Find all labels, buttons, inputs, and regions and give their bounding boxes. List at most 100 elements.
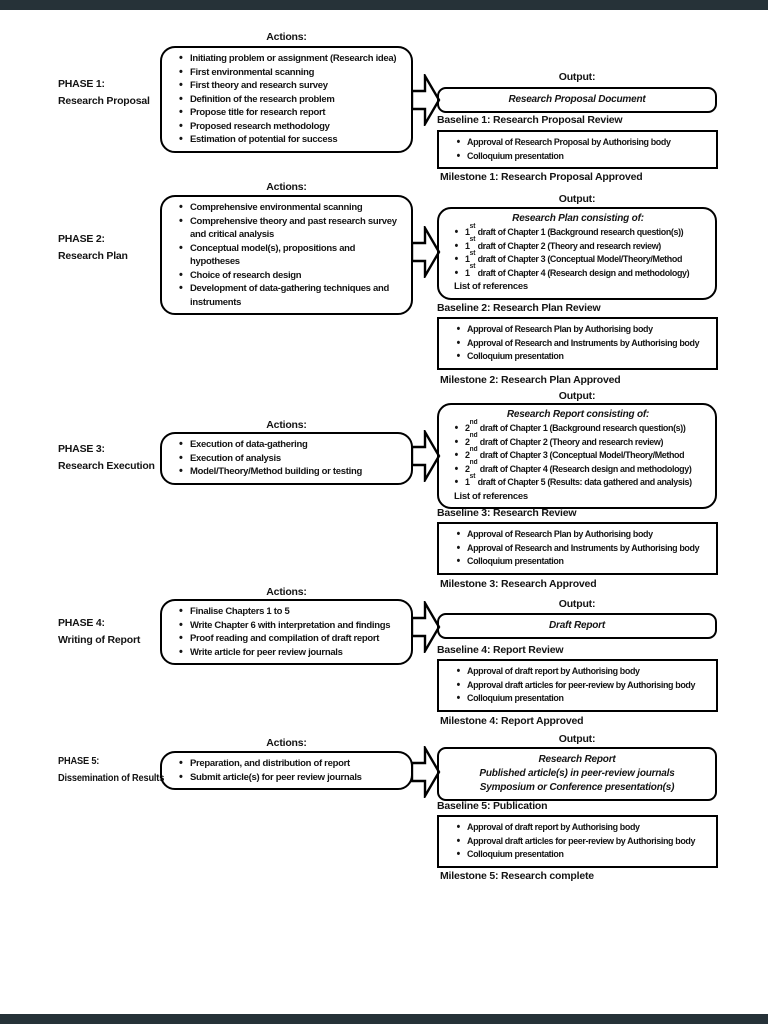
actions-list: Preparation, and distribution of reportS… — [170, 757, 406, 784]
actions-box: Finalise Chapters 1 to 5Write Chapter 6 … — [160, 599, 413, 665]
list-item: Approval of Research Plan by Authorising… — [457, 323, 697, 337]
actions-label: Actions: — [266, 419, 307, 431]
phase-3-title: PHASE 3: Research Execution — [58, 441, 218, 475]
viewer-top-bar — [0, 0, 768, 10]
viewer-bottom-bar — [0, 1014, 768, 1024]
list-item: Conceptual model(s), propositions and hy… — [179, 242, 406, 269]
list-item: Propose title for research report — [179, 106, 406, 120]
actions-label: Actions: — [266, 181, 307, 193]
list-item: Initiating problem or assignment (Resear… — [179, 52, 406, 66]
phase-4-name: Writing of Report — [58, 634, 141, 646]
list-item: Estimation of potential for success — [179, 133, 406, 147]
output-lines: Research Proposal Document — [445, 93, 709, 107]
output-label: Output: — [558, 71, 596, 83]
flow-arrow-icon — [411, 226, 441, 278]
list-item: Preparation, and distribution of report — [179, 757, 406, 771]
list-item: Development of data-gathering techniques… — [179, 282, 406, 309]
list-item: Approval of Research Plan by Authorising… — [457, 528, 697, 542]
list-item: Execution of analysis — [179, 452, 406, 466]
list-item: Research Report — [538, 754, 616, 765]
baseline-box: Approval of Research Plan by Authorising… — [437, 522, 718, 575]
phase-5-title: PHASE 5: Dissemination of Results — [58, 753, 199, 787]
output-label: Output: — [558, 193, 596, 205]
phase-3-number: PHASE 3: — [58, 443, 105, 455]
output-label: Output: — [558, 598, 596, 610]
flow-arrow-icon — [411, 430, 441, 482]
phase-2-name: Research Plan — [58, 250, 128, 262]
baseline-label: Baseline 5: Publication — [437, 800, 548, 812]
output-list: 1st draft of Chapter 1 (Background resea… — [445, 223, 711, 281]
milestone-label: Milestone 5: Research complete — [440, 870, 594, 882]
actions-box: Execution of data-gatheringExecution of … — [160, 432, 413, 485]
phase-4-title: PHASE 4: Writing of Report — [58, 615, 218, 649]
list-item: 1st draft of Chapter 2 (Theory and resea… — [455, 236, 696, 254]
output-label: Output: — [558, 390, 596, 402]
list-item: Comprehensive environmental scanning — [179, 201, 406, 215]
phase-1-title: PHASE 1: Research Proposal — [58, 76, 218, 110]
list-item: Execution of data-gathering — [179, 438, 406, 452]
actions-label: Actions: — [266, 586, 307, 598]
flow-arrow-icon — [411, 74, 441, 126]
output-box: Draft Report — [437, 613, 717, 639]
actions-label: Actions: — [266, 737, 307, 749]
baseline-box: Approval of Research Plan by Authorising… — [437, 317, 718, 370]
list-item: Approval draft articles for peer-review … — [457, 835, 697, 849]
list-item: Colloquium presentation — [457, 350, 697, 364]
list-item: Colloquium presentation — [457, 692, 697, 706]
list-item: Approval of Research and Instruments by … — [457, 337, 700, 351]
list-item: Approval draft articles for peer-review … — [457, 679, 697, 693]
flow-arrow-icon — [411, 746, 441, 798]
baseline-label: Baseline 2: Research Plan Review — [437, 302, 601, 314]
output-box: Research Plan consisting of: 1st draft o… — [437, 207, 717, 300]
output-box: Research Proposal Document — [437, 87, 717, 113]
list-item: 1st draft of Chapter 4 (Research design … — [455, 263, 696, 281]
list-item: Colloquium presentation — [457, 848, 697, 862]
output-box: Research Report consisting of: 2nd draft… — [437, 403, 717, 509]
list-item: First theory and research survey — [179, 79, 406, 93]
output-list: 2nd draft of Chapter 1 (Background resea… — [445, 419, 711, 490]
list-item: Model/Theory/Method building or testing — [179, 465, 406, 479]
list-item: 2nd draft of Chapter 4 (Research design … — [455, 459, 696, 477]
list-item: 1st draft of Chapter 1 (Background resea… — [455, 223, 696, 240]
phase-1-number: PHASE 1: — [58, 78, 105, 90]
list-item: Approval of draft report by Authorising … — [457, 821, 697, 835]
list-item: Choice of research design — [179, 269, 406, 283]
baseline-list: Approval of Research Proposal by Authori… — [447, 136, 712, 163]
actions-list: Finalise Chapters 1 to 5Write Chapter 6 … — [170, 605, 406, 659]
actions-box: Initiating problem or assignment (Resear… — [160, 46, 413, 153]
actions-list: Initiating problem or assignment (Resear… — [170, 52, 406, 147]
phase-5-number: PHASE 5: — [58, 755, 100, 767]
baseline-list: Approval of Research Plan by Authorising… — [447, 323, 712, 364]
list-item: Comprehensive theory and past research s… — [179, 215, 406, 242]
baseline-box: Approval of Research Proposal by Authori… — [437, 130, 718, 169]
list-item: First environmental scanning — [179, 66, 406, 80]
actions-label: Actions: — [266, 31, 307, 43]
list-item: 2nd draft of Chapter 2 (Theory and resea… — [455, 432, 696, 450]
output-footer: List of references — [454, 281, 528, 292]
output-title: Research Plan consisting of: — [512, 213, 644, 224]
actions-list: Execution of data-gatheringExecution of … — [170, 438, 406, 479]
phase-2-number: PHASE 2: — [58, 233, 105, 245]
list-item: 2nd draft of Chapter 3 (Conceptual Model… — [455, 446, 696, 463]
output-label: Output: — [558, 733, 596, 745]
milestone-label: Milestone 2: Research Plan Approved — [440, 374, 621, 386]
list-item: Write Chapter 6 with interpretation and … — [179, 619, 406, 633]
list-item: Submit article(s) for peer review journa… — [179, 771, 406, 785]
baseline-label: Baseline 3: Research Review — [437, 507, 577, 519]
baseline-label: Baseline 1: Research Proposal Review — [437, 114, 623, 126]
milestone-label: Milestone 4: Report Approved — [440, 715, 584, 727]
list-item: 2nd draft of Chapter 1 (Background resea… — [455, 419, 696, 436]
list-item: 1st draft of Chapter 5 (Results: data ga… — [455, 473, 696, 490]
output-footer: List of references — [454, 490, 528, 502]
list-item: Published article(s) in peer-review jour… — [479, 768, 675, 779]
list-item: Proposed research methodology — [179, 120, 406, 134]
phase-2-title: PHASE 2: Research Plan — [58, 231, 218, 265]
milestone-label: Milestone 1: Research Proposal Approved — [440, 171, 643, 183]
list-item: Approval of Research and Instruments by … — [457, 542, 700, 556]
